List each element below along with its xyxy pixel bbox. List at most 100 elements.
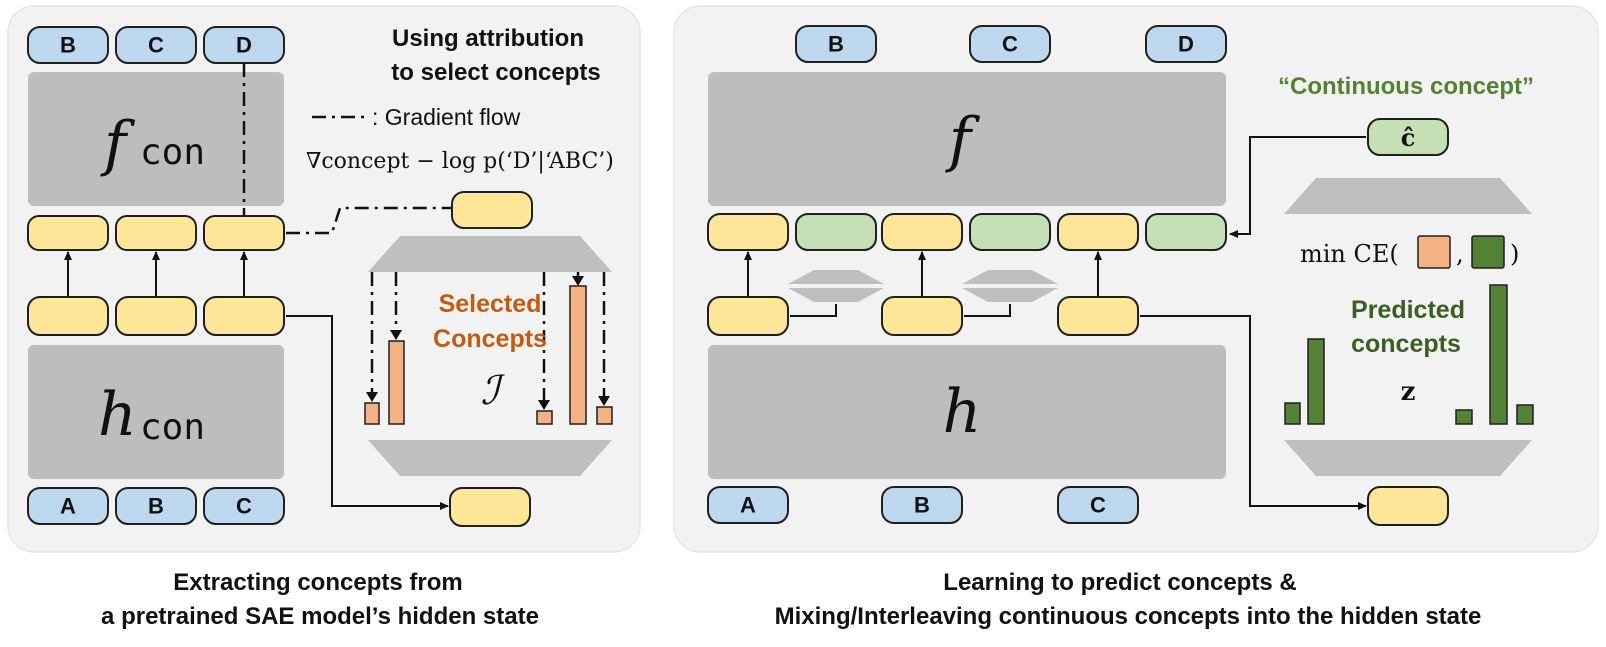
right-decoder-trapezoid: [1284, 178, 1532, 214]
right-upper-hidden-1: [707, 213, 789, 251]
selected-concepts-line1: Selected: [439, 290, 542, 318]
right-upper-hidden-3: [1057, 213, 1139, 251]
left-attr-arrowhead-2: [390, 330, 402, 340]
right-h-block: [708, 345, 1226, 479]
left-gradient-flow-horizontal: [286, 206, 452, 235]
left-attr-arrowhead-3: [538, 400, 550, 410]
right-encoder-trapezoid: [1284, 440, 1532, 476]
c-hat-box: [1367, 118, 1449, 156]
left-concept-bar-1: [364, 402, 380, 425]
left-upper-hidden-2: [115, 215, 197, 251]
c-hat-to-hidden-connector: [1229, 136, 1366, 238]
z-symbol: z: [1401, 377, 1416, 407]
ce-loss-orange-square: [1417, 235, 1451, 269]
left-upper-hidden-1: [27, 215, 109, 251]
left-encoder-trapezoid: [368, 440, 612, 476]
left-top-token-b-label: B: [60, 33, 76, 58]
left-concept-hidden-bottom: [449, 487, 531, 527]
right-hidden-to-predictor-connector: [1140, 315, 1367, 510]
right-mini-decoder-1: [788, 270, 884, 284]
legend-gradient-flow-text: : Gradient flow: [372, 104, 521, 130]
right-top-token-c-label: C: [1002, 32, 1018, 57]
left-heading-line2: to select concepts: [391, 59, 600, 86]
left-lower-hidden-2: [115, 296, 197, 336]
right-lower-hidden-2: [881, 296, 963, 336]
right-upper-concept-3: [1145, 213, 1227, 251]
left-top-token-b: [27, 26, 109, 64]
right-panel: B C D f h: [673, 5, 1599, 553]
right-top-tokens: B C D: [795, 25, 1227, 63]
left-attr-arrowhead-4: [572, 276, 584, 286]
left-caption-line1: Extracting concepts from: [173, 569, 462, 596]
left-top-tokens: B C D: [27, 26, 285, 64]
right-mini-sae-connector-1: [790, 304, 837, 317]
selected-concepts-line2: Concepts: [433, 325, 547, 353]
left-concept-bar-5: [596, 406, 613, 425]
left-top-token-d-label: D: [236, 33, 252, 58]
left-concept-bar-2: [388, 340, 405, 425]
left-hidden-to-sae-connector: [286, 315, 449, 510]
left-bottom-tokens: A B C: [27, 487, 285, 525]
left-lower-hidden-1: [27, 296, 109, 336]
right-top-token-d-label: D: [1178, 32, 1194, 57]
ce-loss-comma: ,: [1456, 240, 1464, 268]
predicted-concepts-line1: Predicted: [1351, 296, 1465, 324]
continuous-concept-label: “Continuous concept”: [1278, 73, 1534, 100]
right-concept-hidden-bottom: [1367, 486, 1449, 526]
left-concept-hidden-top: [451, 191, 533, 229]
left-bottom-token-b-label: B: [148, 494, 164, 519]
left-f-con-block: [28, 72, 284, 206]
right-caption-line1: Learning to predict concepts &: [943, 569, 1296, 596]
left-h-con-block: [28, 345, 284, 479]
left-h-label: h: [98, 380, 137, 450]
right-mini-decoder-2: [962, 270, 1058, 284]
right-h-label: h: [943, 377, 982, 447]
left-lower-hidden-3: [203, 296, 285, 336]
right-upper-hidden-2: [881, 213, 963, 251]
right-concept-bar-5: [1516, 404, 1534, 425]
ce-loss-prefix: min CE(: [1300, 240, 1399, 268]
right-mini-sae-connector-2: [964, 304, 1011, 317]
right-lower-hidden-3: [1057, 296, 1139, 336]
right-top-token-d: [1145, 25, 1227, 63]
right-bottom-token-b-label: B: [914, 493, 930, 518]
right-f-block: [708, 72, 1226, 206]
right-top-token-b: [795, 25, 877, 63]
right-upper-concept-2: [969, 213, 1051, 251]
right-bottom-token-a-label: A: [740, 493, 756, 518]
left-bottom-token-c: [203, 487, 285, 525]
left-caption-line2: a pretrained SAE model’s hidden state: [101, 603, 539, 630]
right-bottom-token-c-label: C: [1090, 493, 1106, 518]
left-heading-line1: Using attribution: [392, 25, 584, 52]
left-top-token-c-label: C: [148, 33, 164, 58]
right-upper-concept-1: [795, 213, 877, 251]
right-concept-bar-2: [1307, 338, 1325, 425]
predicted-concepts-line2: concepts: [1351, 330, 1461, 358]
right-bottom-tokens: A B C: [707, 486, 1139, 524]
c-hat-symbol: ĉ: [1401, 123, 1416, 152]
left-bottom-token-a: [27, 487, 109, 525]
right-top-token-c: [969, 25, 1051, 63]
left-bottom-token-a-label: A: [60, 494, 76, 519]
left-attr-arrowhead-1: [366, 392, 378, 402]
left-panel: B C D f con h con A: [7, 5, 641, 553]
left-concept-bar-4: [569, 285, 587, 425]
right-bottom-token-c: [1057, 486, 1139, 524]
left-bottom-token-b: [115, 487, 197, 525]
right-top-token-b-label: B: [828, 32, 844, 57]
right-mini-encoder-1: [788, 288, 884, 302]
right-bottom-token-a: [707, 486, 789, 524]
gradient-formula: ∇concept − log p(‘D’|‘ABC’): [306, 149, 614, 174]
left-f-sub: con: [140, 132, 205, 173]
right-caption-line2: Mixing/Interleaving continuous concepts …: [775, 603, 1482, 630]
ce-loss-suffix: ): [1510, 240, 1519, 268]
left-attr-arrowhead-5: [598, 396, 610, 406]
left-upper-hidden-3: [203, 215, 285, 251]
left-decoder-trapezoid: [368, 236, 612, 272]
right-mini-encoder-2: [962, 288, 1058, 302]
right-bottom-token-b: [881, 486, 963, 524]
right-concept-bar-1: [1284, 402, 1301, 425]
left-concept-bar-3: [536, 410, 553, 425]
right-concept-bar-3: [1455, 409, 1473, 425]
